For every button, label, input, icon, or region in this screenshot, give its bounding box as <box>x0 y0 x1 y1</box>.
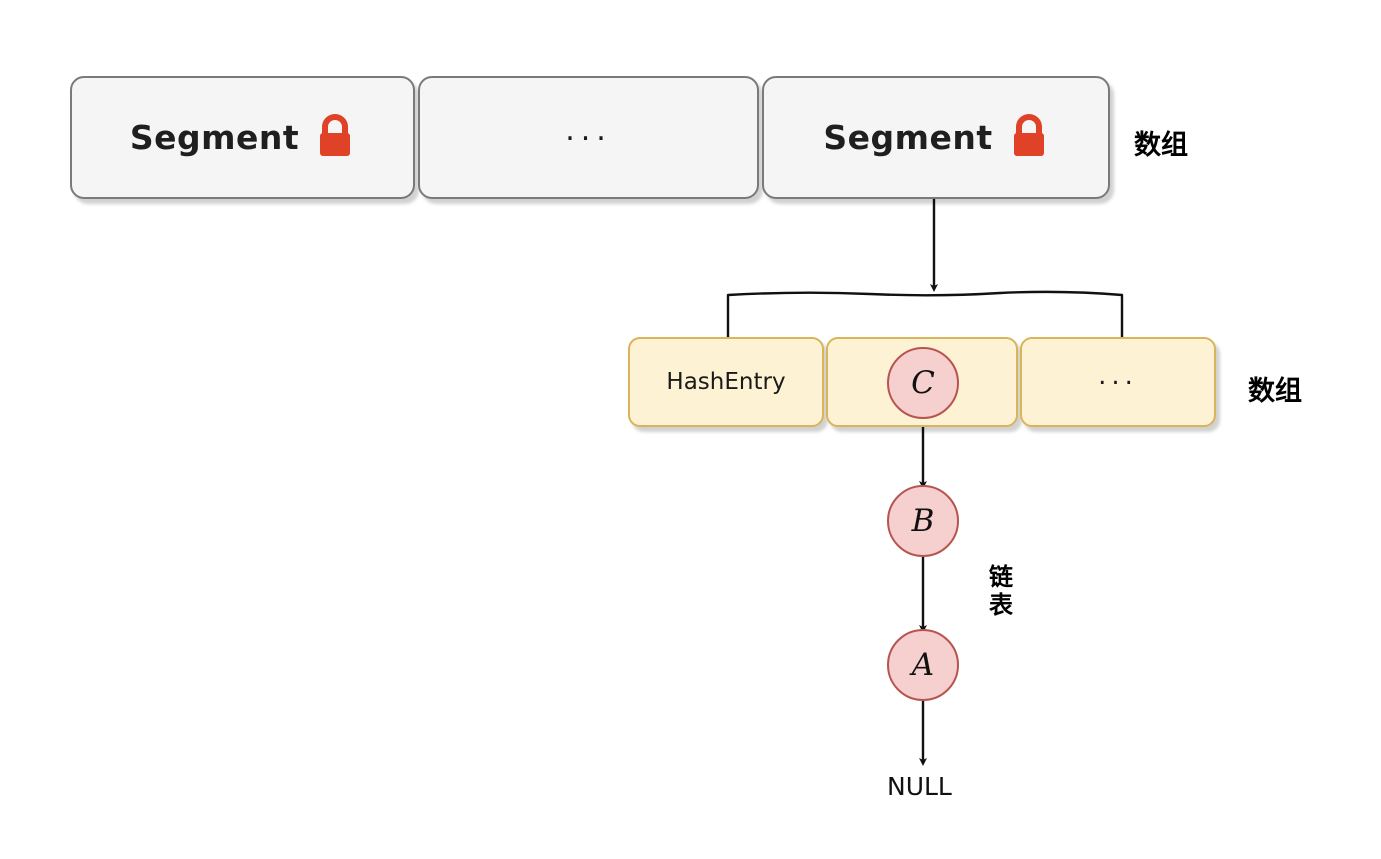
segment-cell-1-label: Segment <box>129 118 300 157</box>
segment-cell-1[interactable]: Segment <box>70 76 415 199</box>
hashentry-cell-1[interactable]: HashEntry <box>628 337 824 427</box>
linked-list-label: 链表 <box>989 563 1013 619</box>
hashentry-cell-ellipsis[interactable]: ... <box>1020 337 1216 427</box>
segment-cell-2[interactable]: Segment <box>762 76 1110 199</box>
lock-icon <box>1009 113 1049 162</box>
segment-cell-2-label: Segment <box>823 118 993 157</box>
list-node-b[interactable]: B <box>887 485 959 557</box>
list-node-a[interactable]: A <box>887 629 959 701</box>
lock-icon <box>315 113 355 162</box>
list-node-c[interactable]: C <box>887 347 959 419</box>
list-node-a-label: A <box>911 647 935 683</box>
list-node-b-label: B <box>911 503 935 539</box>
hashentry-ellipsis-label: ... <box>1098 361 1138 391</box>
null-terminator-label: NULL <box>887 772 952 801</box>
segment-ellipsis-label: ... <box>565 112 612 148</box>
array-bracket <box>726 290 1124 339</box>
entry-row-label: 数组 <box>1248 376 1302 407</box>
segment-cell-ellipsis[interactable]: ... <box>418 76 759 199</box>
hashentry-cell-1-label: HashEntry <box>666 369 786 395</box>
segment-row-label: 数组 <box>1134 130 1188 161</box>
list-node-c-label: C <box>911 365 935 401</box>
